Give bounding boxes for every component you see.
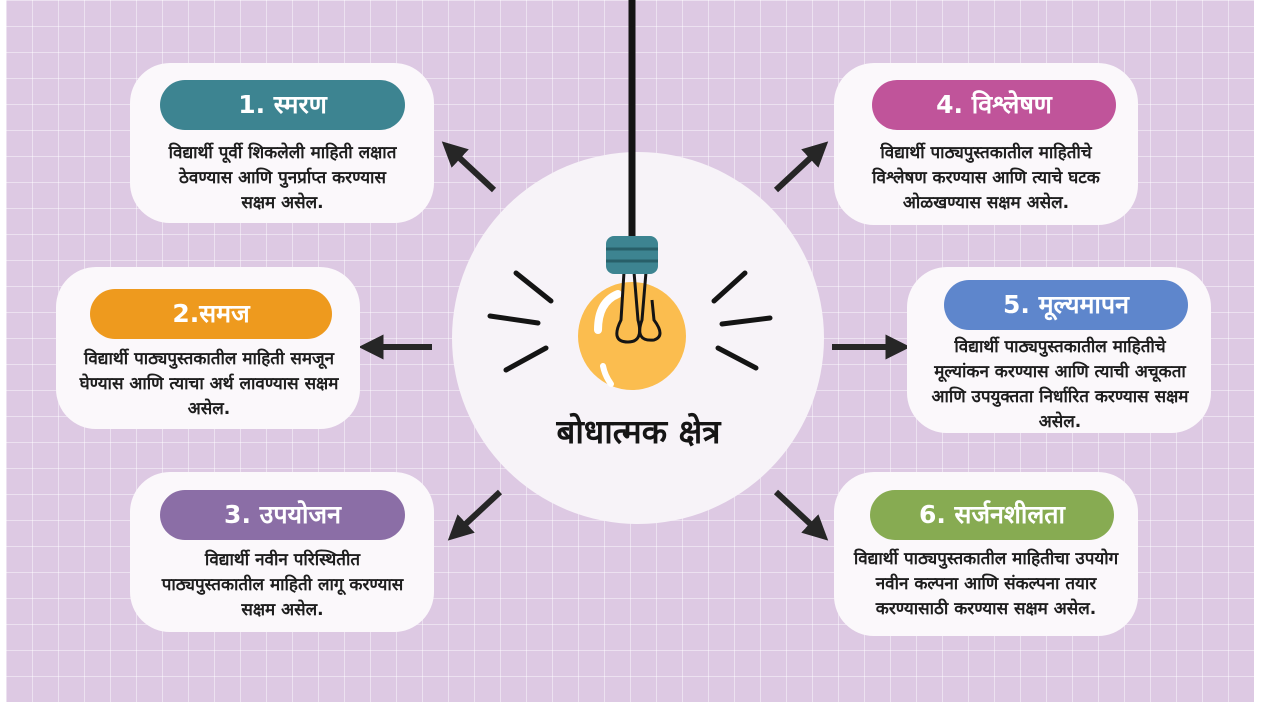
arrow-to-node-3 bbox=[447, 489, 503, 541]
node-title-2: 2.समज bbox=[90, 289, 332, 339]
node-description-6: विद्यार्थी पाठ्यपुस्तकातील माहितीचा उपयो… bbox=[853, 549, 1119, 619]
node-title-5: 5. मूल्यमापन bbox=[944, 280, 1188, 330]
node-title-6: 6. सर्जनशीलता bbox=[870, 490, 1114, 540]
node-description-1: विद्यार्थी पूर्वी शिकलेली माहिती लक्षात … bbox=[168, 143, 397, 213]
connector-arrows bbox=[358, 141, 911, 541]
light-bulb-icon bbox=[487, 0, 773, 390]
node-description-5: विद्यार्थी पाठ्यपुस्तकातील माहितीचे मूल्… bbox=[931, 337, 1189, 432]
node-title-1: 1. स्मरण bbox=[160, 80, 405, 130]
node-title-3: 3. उपयोजन bbox=[160, 490, 405, 540]
arrow-to-node-1 bbox=[441, 141, 497, 193]
node-title-4: 4. विश्लेषण bbox=[872, 80, 1116, 130]
center-title: बोधात्मक क्षेत्र bbox=[556, 412, 721, 451]
node-description-2: विद्यार्थी पाठ्यपुस्तकातील माहिती समजून … bbox=[79, 349, 339, 419]
arrow-to-node-4 bbox=[773, 141, 829, 193]
arrow-to-node-6 bbox=[773, 489, 829, 541]
node-description-4: विद्यार्थी पाठ्यपुस्तकातील माहितीचे विश्… bbox=[872, 143, 1100, 213]
node-description-3: विद्यार्थी नवीन परिस्थितीत पाठ्यपुस्तकात… bbox=[161, 550, 404, 620]
diagram-canvas: बोधात्मक क्षेत्र 1. स्मरण विद्यार्थी पूर… bbox=[6, 0, 1254, 702]
